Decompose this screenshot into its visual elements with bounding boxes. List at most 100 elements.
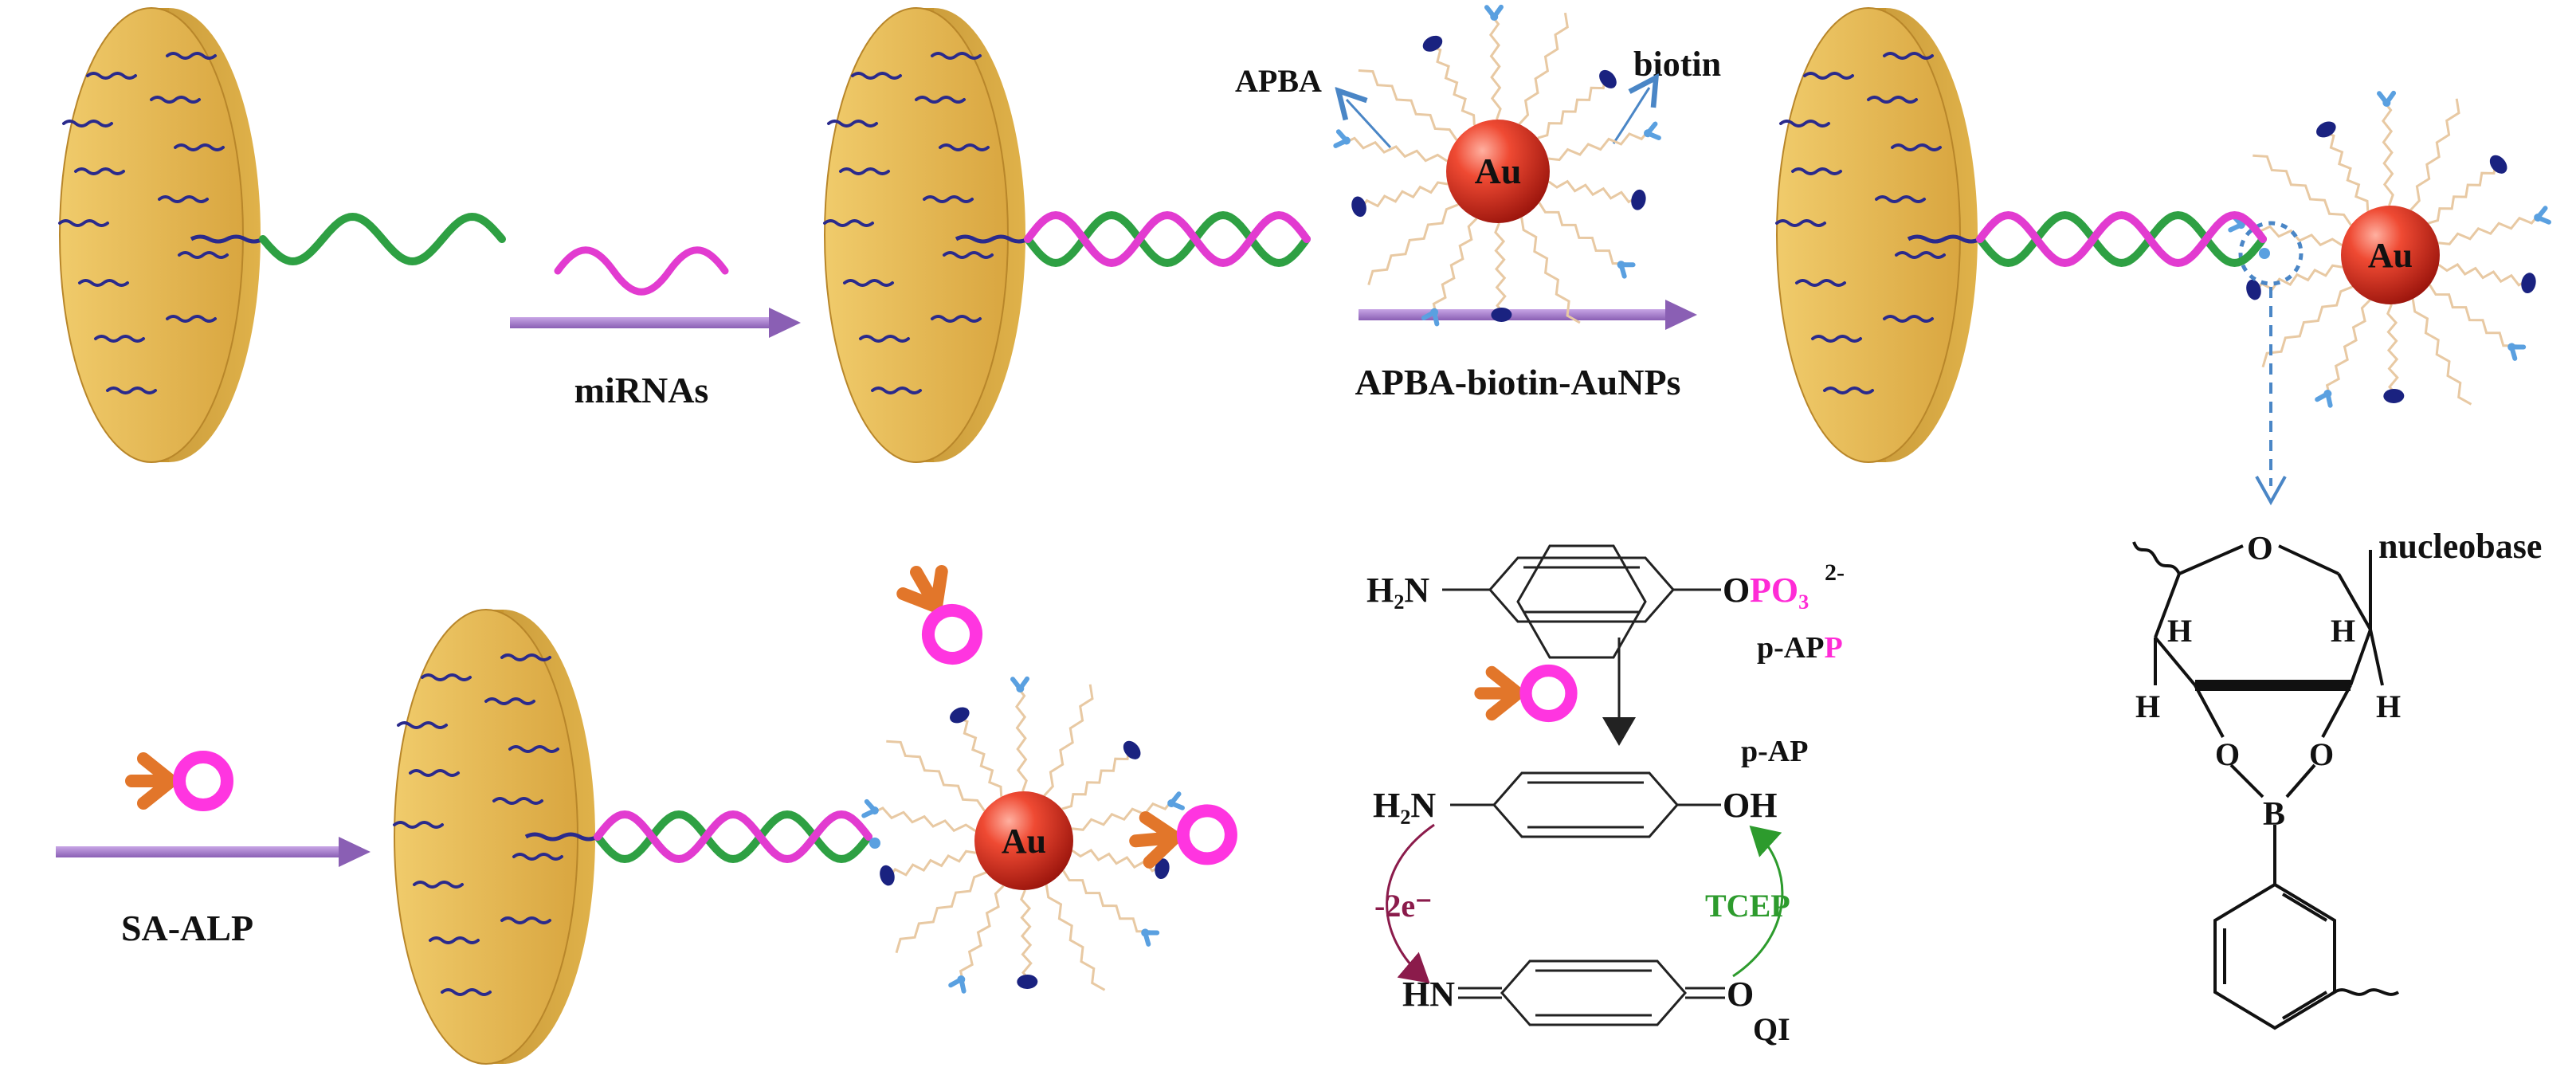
thiol-ligand (1043, 684, 1094, 797)
biotin-group (2316, 121, 2336, 138)
thiol-ligand (1488, 13, 1502, 120)
capture-probe (58, 219, 109, 227)
thiol-ligand (1062, 869, 1151, 933)
capture-probe (939, 143, 990, 151)
label-apba: APBA (1235, 63, 1322, 99)
thiol-ligand (1020, 889, 1033, 983)
capture-probe (74, 167, 125, 175)
apba-group (1167, 791, 1185, 810)
biotin-group (880, 865, 895, 886)
apba-group (1484, 4, 1504, 22)
biotin-group (2521, 273, 2536, 294)
capture-probe (393, 821, 444, 829)
sa-alp-icon-bound-right (1129, 804, 1237, 869)
thiol-ligand (2253, 154, 2352, 226)
reduction-label: TCEP (1705, 888, 1790, 924)
dna-duplex-1 (955, 210, 1311, 268)
ester-oxygen-left: O (2215, 736, 2240, 772)
thiol-ligand (2322, 130, 2370, 211)
capture-probe (150, 96, 201, 104)
capture-probe (484, 697, 535, 705)
capture-probe (429, 936, 480, 944)
p-ap-hydroxyl: OH (1723, 786, 1777, 825)
capture-probe (1775, 219, 1826, 227)
thiol-ligand (887, 849, 977, 881)
capture-probe (500, 916, 551, 924)
thiol-ligand (2382, 99, 2394, 206)
apba-group (2377, 90, 2397, 108)
label-biotin: biotin (1633, 45, 1721, 84)
gold-core (1446, 120, 1550, 223)
zoom-arrow-head (2255, 476, 2287, 506)
capture-dna-single (190, 212, 506, 266)
capture-probe (871, 386, 922, 394)
capture-probe (1883, 315, 1934, 323)
oxidation-label: -2e⁻ (1374, 888, 1432, 924)
p-app-oxygen: O (1723, 571, 1750, 610)
capture-probe (943, 251, 994, 259)
ring-oxygen: O (2247, 531, 2273, 567)
apba-group (948, 975, 966, 994)
capture-probe (441, 988, 492, 996)
apba-group (1333, 129, 1351, 148)
p-app-label-suffix: P (1824, 631, 1842, 665)
apba-group (1421, 308, 1440, 327)
gold-core (974, 791, 1073, 890)
apba-group (1644, 121, 1661, 140)
p-ap-molecule (1450, 771, 1721, 838)
biotin-group (950, 707, 970, 724)
capture-probe (1895, 251, 1946, 259)
thiol-ligand (2428, 161, 2497, 225)
h-atom-2: H (2331, 613, 2355, 649)
au-label-3: Au (1002, 822, 1046, 861)
au-nanoparticle-free (1333, 4, 1661, 327)
biotin-group (1123, 740, 1141, 759)
p-ap-amine: H₂N (1373, 786, 1436, 825)
h-atom-3: H (2135, 689, 2160, 724)
capture-probe (931, 315, 982, 323)
apba-group (2315, 390, 2333, 408)
biotin-group (2383, 388, 2405, 403)
ester-oxygen-right: O (2309, 736, 2334, 772)
thiol-ligand (2253, 264, 2343, 295)
capture-probe (512, 853, 563, 861)
oxidation-arrow (1386, 823, 1435, 983)
capture-probe (62, 120, 113, 128)
arrow-step-1 (510, 308, 801, 338)
thiol-ligand (1359, 181, 1449, 212)
capture-probe (1811, 335, 1862, 343)
thiol-ligand (1520, 217, 1581, 324)
capture-probe (823, 219, 874, 227)
biotin-group (2246, 279, 2261, 300)
thiol-ligand (1537, 76, 1607, 139)
qi-oxygen: O (1727, 975, 1754, 1014)
biotin-group (2489, 155, 2507, 174)
thiol-ligand (1015, 685, 1028, 792)
boron-atom: B (2263, 796, 2285, 833)
thiol-ligand (1428, 44, 1476, 126)
p-app-molecule (1442, 556, 1721, 623)
capture-probe (492, 797, 543, 805)
label-sa-alp: SA-ALP (121, 908, 253, 948)
thiol-ligand (1518, 12, 1569, 125)
capture-probe (915, 96, 966, 104)
boronate-ester-structure (2132, 541, 2400, 1030)
thiol-ligand (1432, 218, 1478, 317)
biotin-group (1351, 196, 1366, 218)
au-label-1: Au (1475, 151, 1522, 191)
capture-probe (166, 315, 217, 323)
biotin-group (1155, 858, 1170, 880)
biotin-group (1017, 974, 1038, 989)
gold-core (2341, 206, 2440, 304)
thiol-ligand (2429, 284, 2517, 347)
p-ap-label: p-AP (1741, 735, 1808, 768)
apba-linkage (869, 838, 880, 849)
capture-probe (1891, 143, 1942, 151)
thiol-ligand (1367, 203, 1459, 286)
thiol-ligand (2386, 304, 2399, 397)
apba-group (1617, 261, 1636, 279)
apba-group (861, 798, 879, 818)
capture-probe (827, 120, 878, 128)
thiol-ligand (870, 806, 977, 833)
